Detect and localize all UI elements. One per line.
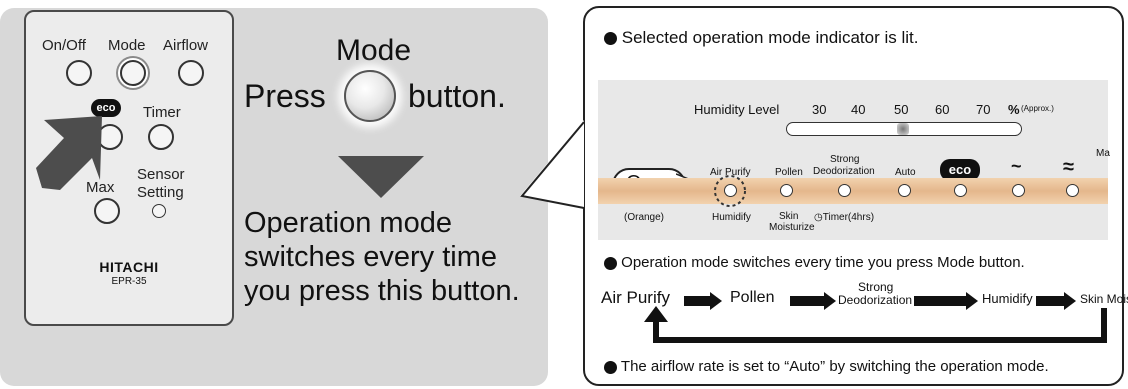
flow-strong: Strong <box>858 280 894 294</box>
clock-icon: ◷ <box>814 212 823 223</box>
label-max: Ma <box>1096 148 1110 159</box>
label-deodorization: Deodorization <box>813 166 875 177</box>
pointer-arrow-icon <box>36 116 102 190</box>
indicator-strong-deodorization <box>838 184 851 197</box>
approx-label: (Approx.) <box>1021 104 1054 113</box>
note-mode-switches-text: Operation mode switches every time you p… <box>621 254 1025 271</box>
flow-air-purify: Air Purify <box>601 288 670 307</box>
humidity-level-label: Humidity Level <box>694 102 780 117</box>
mode-button-illustration <box>344 70 396 122</box>
percent-sign: % <box>1008 102 1020 117</box>
brand-logo: HITACHI <box>99 259 159 275</box>
flow-return-loop <box>644 306 1107 343</box>
flow-arrow-2-shaft <box>790 296 826 306</box>
timer-button[interactable] <box>148 124 174 150</box>
indicator-low-airflow <box>1012 184 1025 197</box>
flow-arrow-2-icon <box>824 292 836 310</box>
max-button[interactable] <box>94 198 120 224</box>
airflow-label: Airflow <box>163 37 209 54</box>
press-text: Press <box>244 78 326 114</box>
wave-high-icon: ≈ <box>1063 156 1074 178</box>
remote-mode-button[interactable] <box>120 60 146 86</box>
button-text: button. <box>408 78 506 114</box>
bullet-icon <box>604 360 617 374</box>
onoff-button[interactable] <box>66 60 92 86</box>
indicator-high-airflow <box>1066 184 1079 197</box>
flow-pollen: Pollen <box>730 289 775 306</box>
setting-label: Setting <box>137 184 184 201</box>
sensor-setting-button[interactable] <box>152 204 166 218</box>
indicator-eco <box>954 184 967 197</box>
label-skin: Skin <box>779 211 799 222</box>
humidity-level-lamp <box>897 123 909 135</box>
note-airflow-auto: The airflow rate is set to “Auto” by swi… <box>604 358 1049 375</box>
indicator-panel <box>598 80 1108 240</box>
eco-indicator-badge: eco <box>940 159 980 181</box>
indicator-pollen <box>780 184 793 197</box>
note-airflow-auto-text: The airflow rate is set to “Auto” by swi… <box>620 358 1049 375</box>
note-mode-switches: Operation mode switches every time you p… <box>604 254 1025 271</box>
humidity-50: 50 <box>894 102 909 117</box>
humidity-60: 60 <box>935 102 950 117</box>
humidity-70: 70 <box>976 102 991 117</box>
instruction-line-2: switches every time <box>244 241 498 273</box>
label-auto: Auto <box>895 167 916 178</box>
indicator-strip <box>598 178 1108 204</box>
max-label: Max <box>86 179 115 196</box>
flow-skin-moisturize: Skin Moisturize <box>1080 292 1128 306</box>
timer-indicator: ◷Timer(4hrs) <box>814 212 874 223</box>
note-indicator-lit-text: Selected operation mode indicator is lit… <box>621 28 919 47</box>
mode-title: Mode <box>336 34 412 67</box>
callout-tail <box>520 120 585 209</box>
onoff-label: On/Off <box>42 37 86 54</box>
humidity-30: 30 <box>812 102 827 117</box>
note-indicator-lit: Selected operation mode indicator is lit… <box>604 28 918 48</box>
label-air-purify: Air Purify <box>710 167 751 178</box>
down-arrow-icon <box>338 156 424 198</box>
flow-arrow-4-icon <box>1064 292 1076 310</box>
timer-label: Timer <box>143 104 181 121</box>
sensor-label: Sensor <box>137 166 185 183</box>
humidity-40: 40 <box>851 102 866 117</box>
lit-indicator-icon <box>714 175 746 207</box>
flow-humidify: Humidify <box>982 291 1033 306</box>
instruction-line-3: you press this button. <box>244 275 520 307</box>
flow-arrow-1-icon <box>710 292 722 310</box>
indicator-air-purify <box>724 184 737 197</box>
mode-label: Mode <box>108 37 146 54</box>
flow-arrow-3-shaft <box>914 296 968 306</box>
model-number: EPR-35 <box>111 276 147 287</box>
bullet-icon <box>604 256 617 270</box>
label-humidify: Humidify <box>712 212 751 223</box>
label-orange: (Orange) <box>624 212 665 223</box>
airflow-button[interactable] <box>178 60 204 86</box>
indicator-auto <box>898 184 911 197</box>
flow-deodorization: Deodorization <box>838 293 913 307</box>
flow-arrow-3-icon <box>966 292 978 310</box>
bullet-icon <box>604 32 617 46</box>
eco-badge: eco <box>91 99 121 117</box>
label-moisturize: Moisturize <box>769 222 815 233</box>
label-timer: Timer(4hrs) <box>822 212 875 223</box>
label-pollen: Pollen <box>775 167 803 178</box>
flow-arrow-1-shaft <box>684 296 712 306</box>
wave-low-icon: ~ <box>1011 156 1022 176</box>
flow-arrow-4-shaft <box>1036 296 1066 306</box>
label-strong: Strong <box>830 154 860 165</box>
instruction-line-1: Operation mode <box>244 207 452 239</box>
